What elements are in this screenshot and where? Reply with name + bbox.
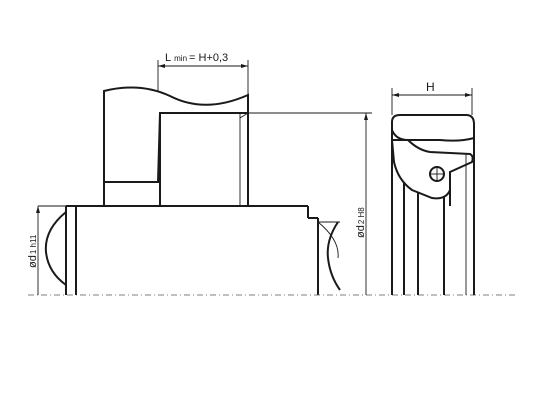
h-label: H <box>426 80 435 94</box>
h-dimension <box>391 88 473 115</box>
shaft <box>44 205 341 295</box>
d1-label: ød1 h11 <box>27 234 39 268</box>
d2-dimension <box>248 112 372 295</box>
seal-section <box>390 114 475 295</box>
lmin-dimension <box>157 60 249 95</box>
housing <box>103 86 249 206</box>
d1-dimension <box>36 205 66 295</box>
d2-label: ød2 H8 <box>355 207 367 238</box>
